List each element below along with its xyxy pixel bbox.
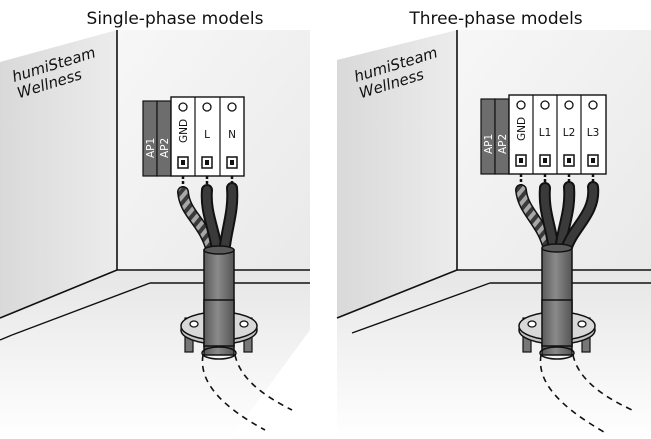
- panel-title: Three-phase models: [408, 9, 582, 29]
- terminal-label: N: [228, 129, 236, 141]
- three-phase-panel: Three-phase models humiSteam Wellness AP…: [336, 9, 651, 439]
- aux-label: AP2: [497, 134, 509, 154]
- terminal-label: L3: [587, 127, 600, 139]
- side-wall: [337, 30, 457, 318]
- terminal-block: AP1 AP2 GND L N: [142, 96, 245, 177]
- terminal-label: GND: [178, 119, 190, 143]
- cable-gland: [180, 299, 258, 360]
- terminal-label: L1: [539, 127, 552, 139]
- terminal-label: L: [204, 129, 210, 141]
- terminal-block: AP1 AP2 GND L1 L2 L3: [480, 94, 607, 175]
- panel-title: Single-phase models: [87, 9, 264, 29]
- side-wall: [0, 30, 117, 318]
- aux-label: AP2: [159, 138, 171, 158]
- single-phase-panel: Single-phase models humiSteam Wellness A…: [0, 9, 310, 439]
- aux-label: AP1: [483, 134, 495, 154]
- terminal-label: GND: [516, 117, 528, 141]
- terminal-label: L2: [563, 127, 576, 139]
- cable-gland: [518, 299, 596, 360]
- aux-label: AP1: [145, 138, 157, 158]
